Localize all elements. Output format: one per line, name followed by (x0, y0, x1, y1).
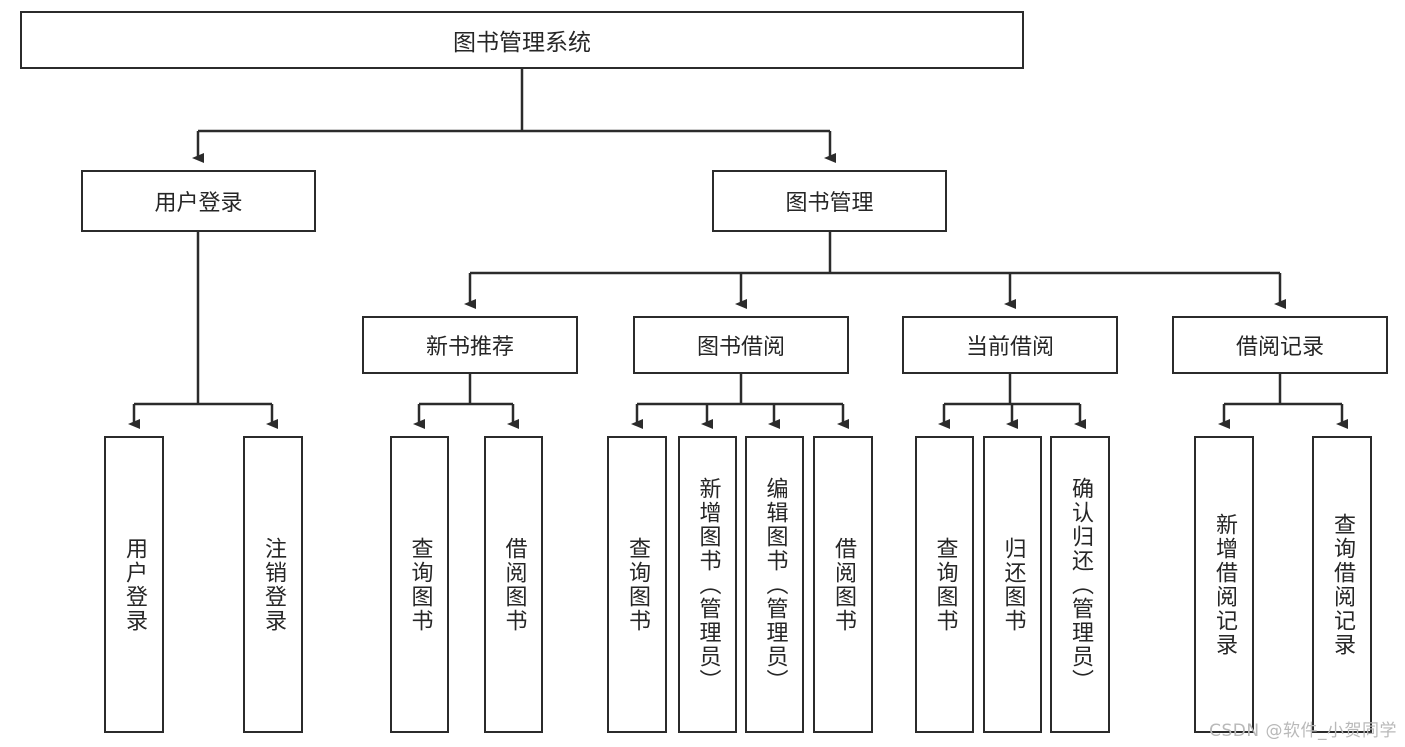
node-root[interactable]: 图书管理系统 (20, 11, 1024, 69)
watermark: CSDN @软件_小贺同学 (1209, 721, 1397, 741)
leaf-return-book[interactable]: 归还图书 (983, 436, 1042, 733)
node-new-book-recommend[interactable]: 新书推荐 (362, 316, 578, 374)
node-current-borrow[interactable]: 当前借阅 (902, 316, 1118, 374)
leaf-user-login[interactable]: 用户登录 (104, 436, 164, 733)
node-user-login[interactable]: 用户登录 (81, 170, 316, 232)
leaf-query-book-current[interactable]: 查询图书 (915, 436, 974, 733)
node-new-book-recommend-label: 新书推荐 (425, 335, 514, 360)
leaf-return-book-label: 归还图书 (1000, 536, 1026, 633)
leaf-borrow-book-label: 借阅图书 (830, 536, 856, 633)
node-borrow-record[interactable]: 借阅记录 (1172, 316, 1388, 374)
leaf-edit-book-admin[interactable]: 编辑图书（管理员） (745, 436, 804, 733)
node-book-borrow[interactable]: 图书借阅 (633, 316, 849, 374)
leaf-query-book-borrow[interactable]: 查询图书 (607, 436, 667, 733)
node-book-borrow-label: 图书借阅 (696, 335, 785, 360)
leaf-add-book-admin[interactable]: 新增图书（管理员） (678, 436, 737, 733)
leaf-add-borrow-record-label: 新增借阅记录 (1211, 512, 1237, 657)
node-borrow-record-label: 借阅记录 (1235, 335, 1324, 360)
node-user-login-label: 用户登录 (154, 191, 243, 216)
leaf-query-borrow-record-label: 查询借阅记录 (1329, 512, 1355, 657)
leaf-confirm-return-admin-label: 确认归还（管理员） (1067, 476, 1093, 693)
leaf-logout[interactable]: 注销登录 (243, 436, 303, 733)
leaf-edit-book-admin-label: 编辑图书（管理员） (762, 476, 788, 693)
leaf-logout-label: 注销登录 (260, 536, 286, 633)
node-root-label: 图书管理系统 (453, 30, 591, 56)
node-book-management-label: 图书管理 (785, 191, 874, 216)
leaf-query-book-borrow-label: 查询图书 (624, 536, 650, 633)
node-book-management[interactable]: 图书管理 (712, 170, 947, 232)
leaf-query-book-current-label: 查询图书 (932, 536, 958, 633)
leaf-query-borrow-record[interactable]: 查询借阅记录 (1312, 436, 1372, 733)
leaf-add-borrow-record[interactable]: 新增借阅记录 (1194, 436, 1254, 733)
leaf-query-book-recommend-label: 查询图书 (407, 536, 433, 633)
node-current-borrow-label: 当前借阅 (965, 335, 1054, 360)
leaf-confirm-return-admin[interactable]: 确认归还（管理员） (1050, 436, 1110, 733)
leaf-borrow-book-recommend-label: 借阅图书 (501, 536, 527, 633)
leaf-add-book-admin-label: 新增图书（管理员） (695, 476, 721, 693)
leaf-borrow-book[interactable]: 借阅图书 (813, 436, 873, 733)
leaf-borrow-book-recommend[interactable]: 借阅图书 (484, 436, 543, 733)
leaf-user-login-label: 用户登录 (121, 536, 147, 633)
leaf-query-book-recommend[interactable]: 查询图书 (390, 436, 449, 733)
